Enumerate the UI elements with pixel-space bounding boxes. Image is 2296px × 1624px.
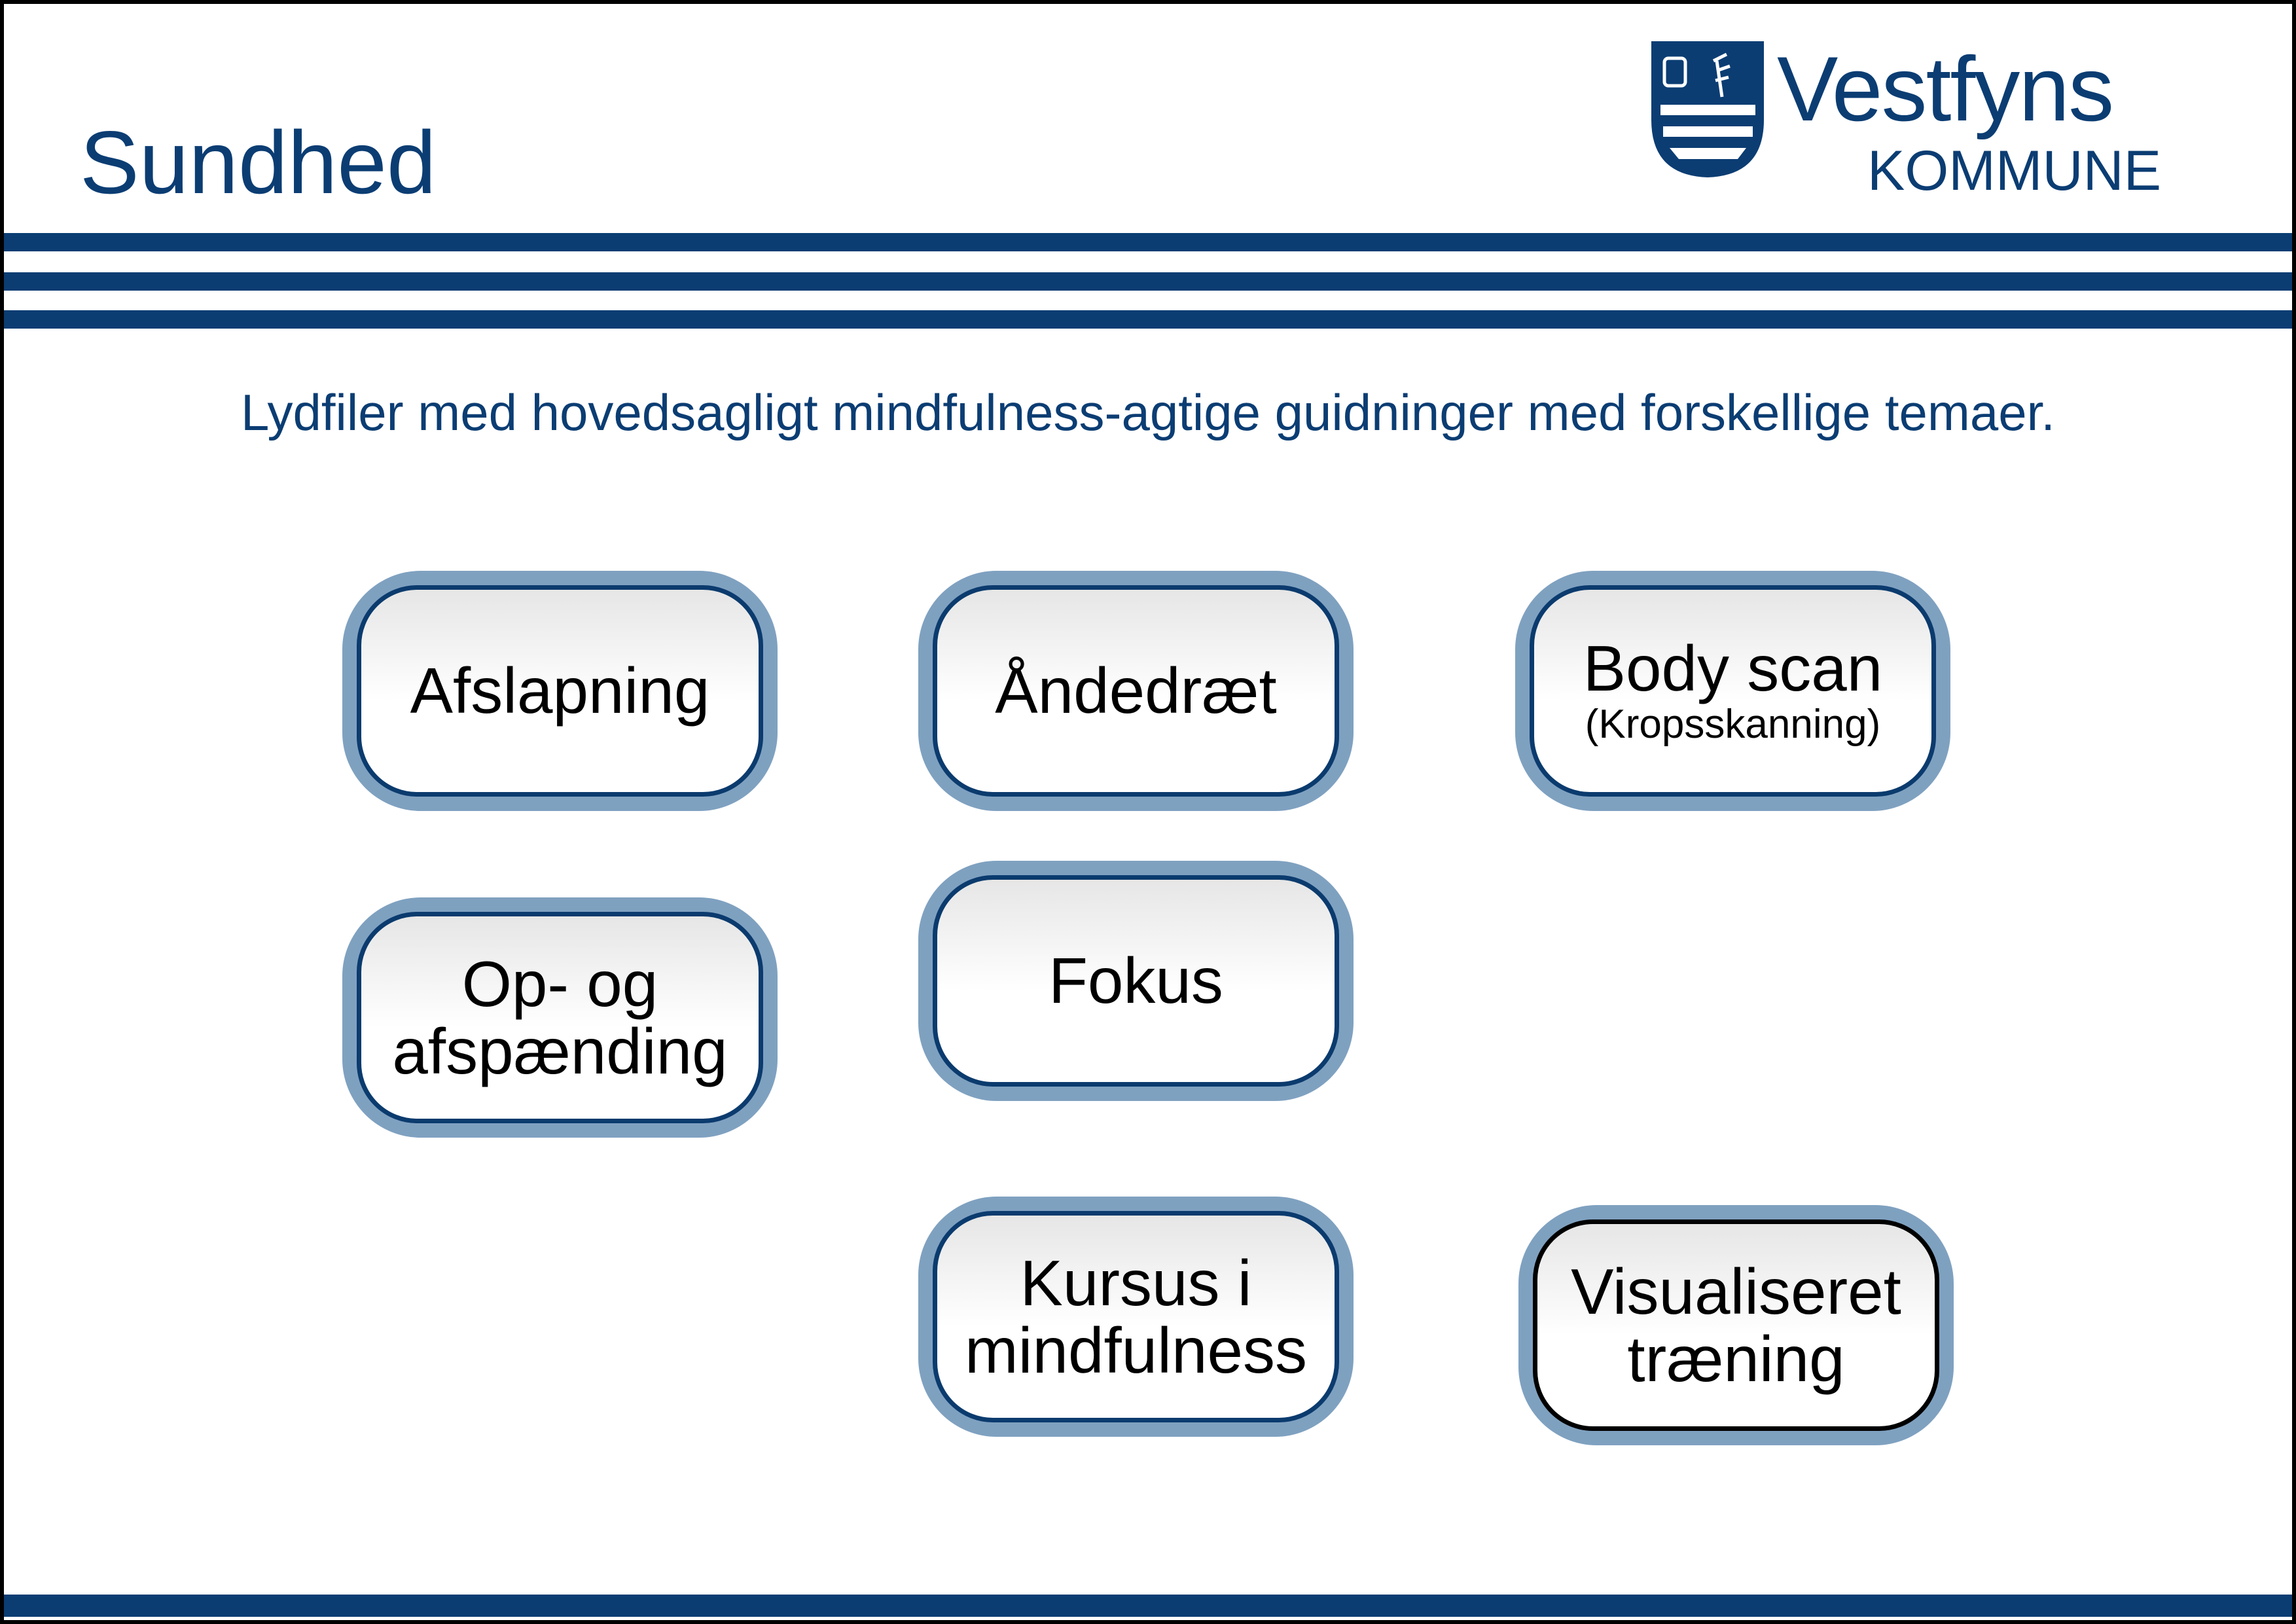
button-label: afspænding — [392, 1015, 728, 1087]
vestfyns-kommune-logo: Vestfyns KOMMUNE — [1649, 37, 2173, 202]
visualiseret-traening-button[interactable]: Visualiseret træning — [1518, 1205, 1954, 1445]
page-title: Sundhed — [80, 113, 437, 212]
button-label: Afslapning — [410, 655, 710, 727]
button-label: Op- og — [461, 947, 658, 1020]
button-label: Body scan — [1583, 632, 1883, 704]
header-stripe — [4, 310, 2292, 329]
op-og-afspaending-button[interactable]: Op- og afspænding — [342, 897, 778, 1138]
button-label: Fokus — [1049, 945, 1223, 1017]
button-label: Åndedræt — [995, 655, 1277, 727]
header-stripe — [4, 233, 2292, 251]
button-label: mindfulness — [965, 1314, 1307, 1386]
button-label: Visualiseret — [1571, 1255, 1901, 1327]
button-label: Kursus i — [1020, 1246, 1252, 1319]
body-scan-button[interactable]: Body scan (Kropsskanning) — [1515, 571, 1950, 811]
kursus-i-mindfulness-button[interactable]: Kursus i mindfulness — [918, 1197, 1354, 1437]
footer-bar — [4, 1595, 2292, 1617]
logo-sub: KOMMUNE — [1867, 139, 2162, 202]
coat-of-arms-icon — [1651, 41, 1764, 177]
header-stripe — [4, 272, 2292, 291]
logo-name: Vestfyns — [1777, 37, 2114, 140]
button-sublabel: (Kropsskanning) — [1585, 701, 1881, 747]
button-label: træning — [1627, 1322, 1845, 1395]
andedraet-button[interactable]: Åndedræt — [918, 571, 1354, 811]
fokus-button[interactable]: Fokus — [918, 861, 1354, 1101]
page-subtitle: Lydfiler med hovedsagligt mindfulness-ag… — [241, 384, 2055, 441]
afslapning-button[interactable]: Afslapning — [342, 571, 778, 811]
